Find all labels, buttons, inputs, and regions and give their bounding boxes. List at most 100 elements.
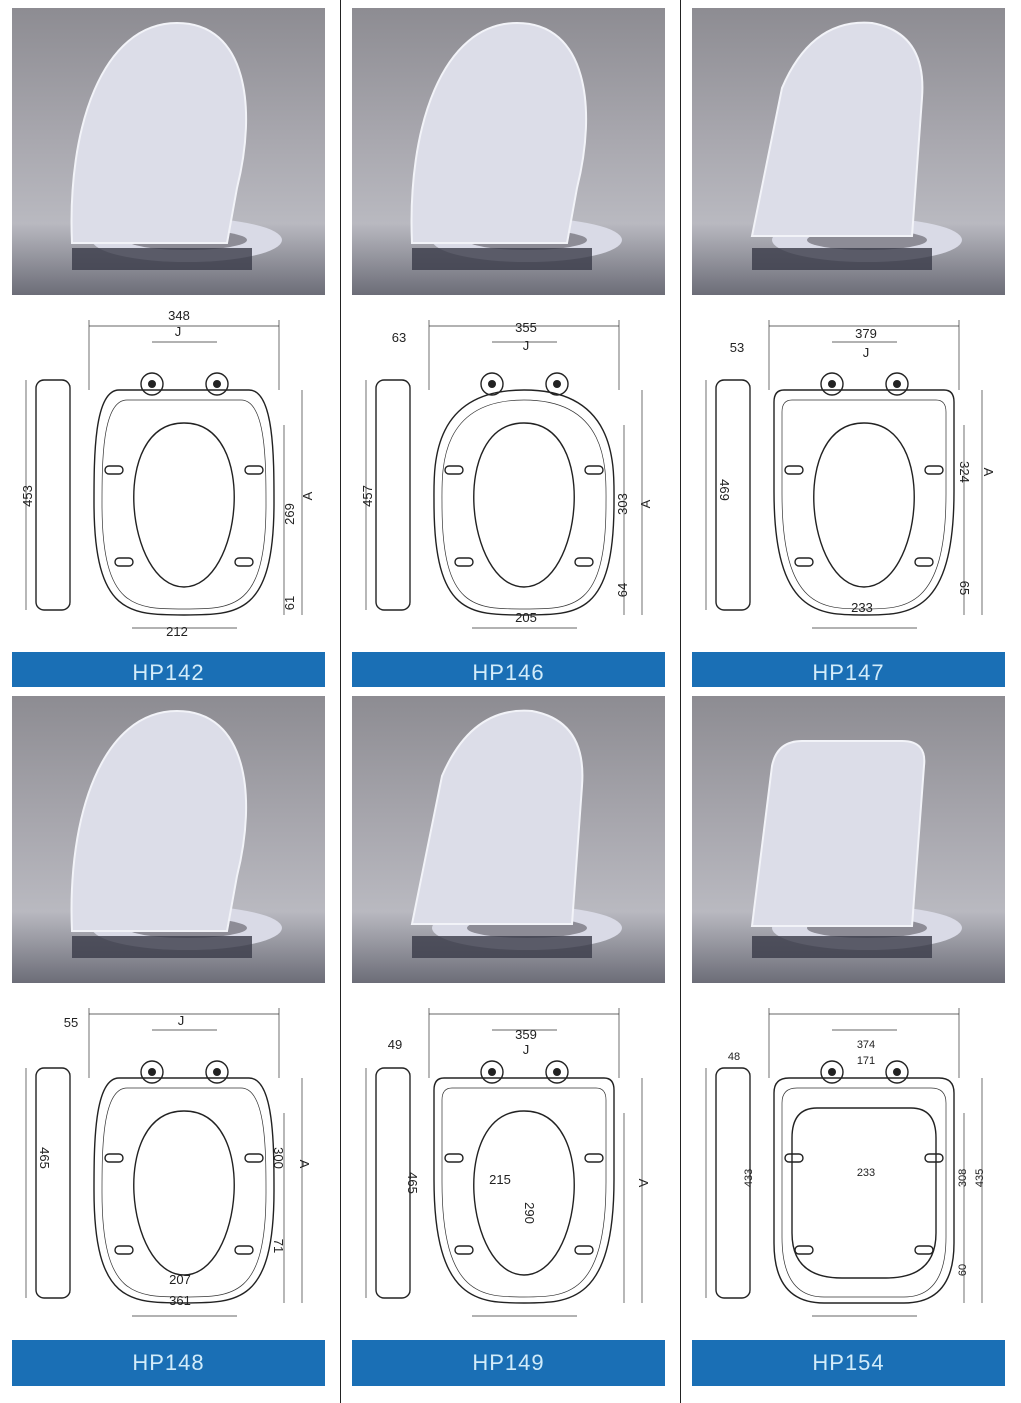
seat-lid [752,22,923,237]
model-label: HP147 [692,652,1005,687]
seat-outline [433,389,615,616]
dim-opening-width: 205 [515,610,537,625]
buffer [574,1245,594,1255]
buffer [244,1153,264,1163]
hinge-base [752,248,932,270]
dim-front-rim: 65 [957,581,972,595]
technical-drawing: 48 374 171 433 233 308 435 60 [692,988,1005,1338]
side-view [375,1067,411,1299]
product-photo [352,696,665,983]
hinge-bolt [553,380,561,388]
buffer [924,465,944,475]
dim-front-rim: 71 [271,1239,286,1253]
seat-outline [773,1077,955,1304]
seat-inner-rim [101,399,267,610]
buffer [914,557,934,567]
hinge-base [72,936,252,958]
product-photo [12,696,325,983]
hinge [480,372,504,396]
dim-opening-width: 207 [169,1272,191,1287]
hinge [545,372,569,396]
dim-opening-length: 300 [271,1147,286,1169]
buffer [924,1153,944,1163]
seat-lid-highlight [410,21,588,244]
technical-drawing: 49 359 J 465 215 290 A [352,988,665,1338]
dim-width: 374 [857,1039,875,1051]
model-label: HP148 [12,1340,325,1386]
dim-opening-length: 324 [957,461,972,483]
model-label: HP149 [352,1340,665,1386]
seat-lid [412,710,583,924]
buffer [584,465,604,475]
seat-inner-rim [441,399,607,610]
hinge [205,1060,229,1084]
seat-opening [473,1110,575,1276]
seat-opening [791,1107,937,1279]
dim-width: 379 [855,326,877,341]
buffer [244,465,264,475]
dim-opening-length: 290 [522,1202,537,1224]
seat-inner-rim [441,1087,607,1298]
product-photo [692,696,1005,983]
technical-drawing: 348 J 453 A 269 61 212 [12,300,325,650]
buffer [114,1245,134,1255]
buffer [444,465,464,475]
buffer [104,465,124,475]
dim-side-depth: 63 [392,330,406,345]
dim-width: 348 [168,308,190,323]
seat-outline [773,389,955,616]
product-photo [352,8,665,295]
seat-opening [813,422,915,588]
side-view [35,379,71,611]
seat-inner-rim [781,399,947,610]
dim-front-rim: 61 [282,596,297,610]
seat-opening [133,422,235,588]
technical-drawing: 55 J 465 300 A 71 207 361 [12,988,325,1338]
seat-lid [752,741,925,926]
dim-width: 359 [515,1027,537,1042]
seat-outline [93,389,275,616]
seat-lid [411,23,587,243]
hinge-bolt [828,1068,836,1076]
hinge-bolt [553,1068,561,1076]
buffer [454,557,474,567]
dim-overall: A [300,491,315,500]
seat-opening [473,422,575,588]
dim-front-rim: 60 [957,1264,969,1276]
buffer [574,557,594,567]
hinge-base [752,936,932,958]
seat-lid-highlight [750,21,924,237]
dim-side-depth: 48 [728,1051,740,1063]
buffer [454,1245,474,1255]
dim-side-height: 433 [743,1169,755,1187]
hinge [885,372,909,396]
dim-side-height: 453 [20,485,35,507]
seat-outline [93,1077,275,1304]
dim-overall: A [981,468,996,477]
hinge-base [72,248,252,270]
dim-opening-width: 215 [489,1172,511,1187]
buffer [234,1245,254,1255]
dim-hinge: J [863,345,870,360]
side-view [375,379,411,611]
side-view [35,1067,71,1299]
hinge-bolt [828,380,836,388]
hinge [140,372,164,396]
dim-hinge: J [175,324,182,339]
seat-lid [71,711,247,931]
model-label: HP146 [352,652,665,687]
hinge-base [412,248,592,270]
product-photo [12,8,325,295]
seat-lid-highlight [410,709,584,925]
dim-overall: A [297,1160,312,1169]
buffer [444,1153,464,1163]
hinge [205,372,229,396]
buffer [104,1153,124,1163]
hinge-bolt [148,380,156,388]
hinge-base [412,936,592,958]
hinge [885,1060,909,1084]
hinge-bolt [213,380,221,388]
dim-overall: A [636,1179,651,1188]
hinge [545,1060,569,1084]
dim-side-depth: 55 [64,1015,78,1030]
